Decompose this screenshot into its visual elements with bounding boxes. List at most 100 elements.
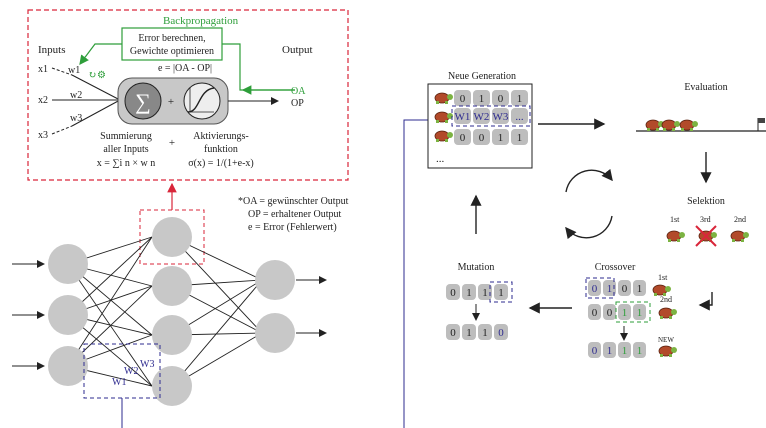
- panel-border: [27, 9, 349, 181]
- gene-cell: [473, 90, 490, 106]
- gene-cell: [603, 280, 616, 296]
- w3-label: w3: [70, 113, 82, 124]
- gene-cell: [603, 342, 616, 358]
- gene-value: 0: [460, 132, 466, 144]
- gene-value: 1: [637, 345, 643, 357]
- gene-cell: [633, 342, 646, 358]
- gen-ellipsis: ...: [436, 153, 445, 165]
- neuron-detail-panel: Backpropagation Error berechnen, Gewicht…: [27, 9, 349, 181]
- x3-line: [71, 99, 121, 127]
- gene-value: W1: [455, 111, 471, 123]
- gene-cell: [492, 129, 509, 145]
- gene-value: 1: [482, 327, 488, 339]
- net-w3: W3: [140, 359, 154, 370]
- cross-new-label: NEW: [658, 336, 674, 344]
- gene-value: 0: [498, 327, 504, 339]
- legend-line3: e = Error (Fehlerwert): [248, 222, 337, 233]
- gene-value: 1: [517, 93, 523, 105]
- backprop-title: Backpropagation: [163, 15, 239, 27]
- crossover-label: Crossover: [595, 262, 636, 273]
- gene-value: 1: [637, 307, 643, 319]
- x1-label: x1: [38, 64, 48, 75]
- sum-formula: x = ∑i n × w n: [97, 158, 155, 169]
- gene-value: 0: [622, 283, 628, 295]
- gene-value: 0: [460, 93, 466, 105]
- cycle-icon: [565, 168, 613, 240]
- backprop-line1: Error berechnen,: [138, 33, 205, 44]
- error-formula: e = |OA - OP|: [158, 63, 212, 74]
- gene-cell: [618, 304, 631, 320]
- gene-cell: [462, 284, 476, 300]
- x2-label: x2: [38, 95, 48, 106]
- backprop-line2: Gewichte optimieren: [130, 46, 214, 57]
- gene-cell: [494, 324, 508, 340]
- cross-rank1-label: 1st: [658, 273, 668, 282]
- gene-cell: [446, 284, 460, 300]
- hidden-node-4: [152, 366, 192, 406]
- gen-row-3: 0 0 1 1: [454, 129, 528, 145]
- gene-value: 1: [607, 283, 613, 295]
- legend-line2: OP = erhaltener Output: [248, 209, 342, 220]
- net-w2: W2: [124, 366, 138, 377]
- activation-node: [183, 82, 221, 120]
- gene-value: ...: [515, 111, 524, 123]
- backprop-arrow-left: [79, 43, 122, 65]
- gene-value: 0: [450, 327, 456, 339]
- w1-label: w1: [68, 65, 80, 76]
- neue-generation-label: Neue Generation: [448, 71, 516, 82]
- connections-hidden-output: [171, 236, 263, 387]
- output-label: Output: [282, 44, 313, 56]
- legend: *OA = gewünschter Output OP = erhaltener…: [238, 196, 349, 233]
- gene-value: 1: [517, 132, 523, 144]
- gene-cell: [473, 108, 490, 124]
- input-node-2: [48, 295, 88, 335]
- gene-value: 0: [607, 307, 613, 319]
- x1-line: [71, 74, 121, 101]
- gene-value: 1: [466, 287, 472, 299]
- gene-cell: [511, 129, 528, 145]
- act-line2: funktion: [204, 144, 238, 155]
- gene-cell: [588, 280, 601, 296]
- plus-inner: +: [168, 96, 174, 108]
- inputs-label: Inputs: [38, 44, 66, 56]
- cross-rank2-label: 2nd: [660, 295, 672, 304]
- sum-line2: aller Inputs: [103, 144, 148, 155]
- gene-value: 1: [637, 283, 643, 295]
- hidden-node-2: [152, 266, 192, 306]
- gene-cell: [618, 280, 631, 296]
- gene-value: 0: [498, 93, 504, 105]
- gene-value: 1: [607, 345, 613, 357]
- act-formula: σ(x) = 1/(1+e-x): [188, 158, 254, 169]
- hidden-node-1: [152, 217, 192, 257]
- sigma-icon: ∑: [135, 89, 151, 114]
- gene-value: 0: [479, 132, 485, 144]
- w2-label: w2: [70, 90, 82, 101]
- gear-icon: ⚙: [97, 70, 106, 81]
- gene-cell: [588, 342, 601, 358]
- gene-cell: [454, 108, 471, 124]
- gene-value: 0: [592, 307, 598, 319]
- gene-value: W3: [493, 111, 509, 123]
- finish-flag-icon: [758, 118, 765, 123]
- gene-value: 0: [592, 283, 598, 295]
- gene-value: 1: [482, 287, 488, 299]
- gene-cell: [603, 304, 616, 320]
- gene-cell: [454, 90, 471, 106]
- x3-label: x3: [38, 130, 48, 141]
- gene-cell: [588, 304, 601, 320]
- output-node-1: [255, 260, 295, 300]
- mut-highlight: [489, 281, 513, 303]
- arrow-to-crossover: [698, 292, 713, 311]
- gene-cell: [454, 129, 471, 145]
- mutation-label: Mutation: [458, 262, 495, 273]
- gene-value: 1: [498, 132, 504, 144]
- gene-value: 0: [592, 345, 598, 357]
- gene-cell: [492, 90, 509, 106]
- sum-line1: Summierung: [100, 131, 152, 142]
- gene-value: 1: [498, 287, 504, 299]
- gene-cell: [478, 324, 492, 340]
